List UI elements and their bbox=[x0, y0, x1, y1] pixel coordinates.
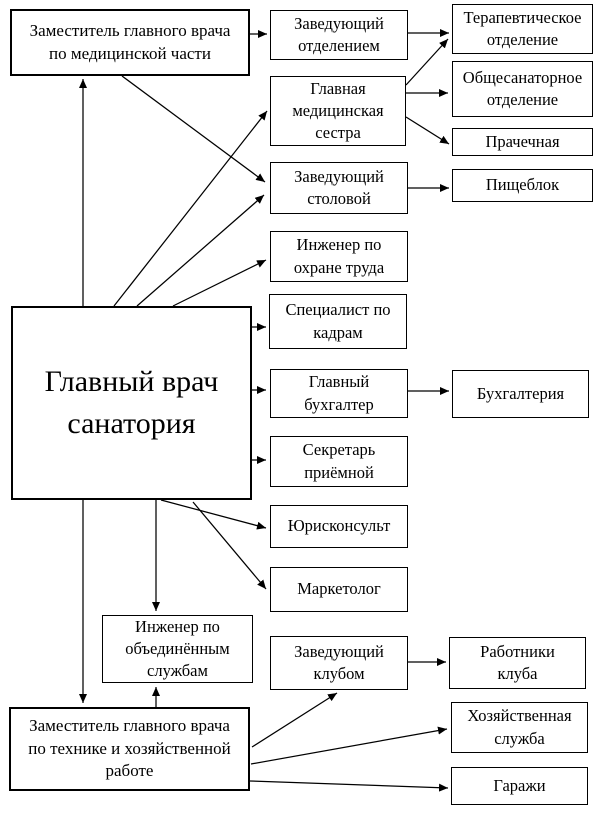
arrow-chief-to-safety-engineer bbox=[172, 259, 267, 307]
node-laundry: Прачечная bbox=[452, 128, 593, 156]
node-accounting: Бухгалтерия bbox=[452, 370, 589, 418]
node-club-workers: Работники клуба bbox=[449, 637, 586, 689]
node-safety-engineer: Инженер по охране труда bbox=[270, 231, 408, 282]
node-chief-nurse: Главная медицинская сестра bbox=[270, 76, 406, 146]
node-chief-accountant: Главный бухгалтер bbox=[270, 369, 408, 418]
node-head-of-department: Заведующий отделением bbox=[270, 10, 408, 60]
node-general-department: Общесанаторное отделение bbox=[452, 61, 593, 117]
node-services-engineer: Инженер по объединённым службам bbox=[102, 615, 253, 683]
node-chief-physician: Главный врач санатория bbox=[11, 306, 252, 500]
node-hr-specialist: Специалист по кадрам bbox=[269, 294, 407, 349]
node-reception-secretary: Секретарь приёмной bbox=[270, 436, 408, 487]
arrow-nurse-to-laundry bbox=[405, 116, 450, 145]
arrow-deputy-tech-to-head-club bbox=[251, 692, 338, 748]
node-legal-adviser: Юрисконсульт bbox=[270, 505, 408, 548]
node-deputy-medical: Заместитель главного врача по медицинско… bbox=[10, 9, 250, 76]
arrow-chief-to-marketer bbox=[192, 501, 267, 590]
arrow-chief-to-legal bbox=[160, 499, 267, 530]
arrow-deputy-tech-to-garages bbox=[249, 780, 449, 792]
arrow-chief-to-nurse bbox=[113, 110, 268, 307]
arrow-deputy-medical-to-head-canteen bbox=[121, 75, 266, 183]
node-garages: Гаражи bbox=[451, 767, 588, 805]
node-head-of-canteen: Заведующий столовой bbox=[270, 162, 408, 214]
arrow-deputy-tech-to-econ-service bbox=[250, 726, 448, 765]
node-economic-service: Хозяйственная служба bbox=[451, 702, 588, 753]
node-head-of-club: Заведующий клубом bbox=[270, 636, 408, 690]
node-food-unit: Пищеблок bbox=[452, 169, 593, 202]
arrow-nurse-to-therapy bbox=[405, 38, 449, 86]
node-marketer: Маркетолог bbox=[270, 567, 408, 612]
node-therapy-department: Терапевтическое отделение bbox=[452, 4, 593, 54]
node-deputy-technical: Заместитель главного врача по технике и … bbox=[9, 707, 250, 791]
arrow-chief-to-canteen bbox=[136, 194, 265, 307]
